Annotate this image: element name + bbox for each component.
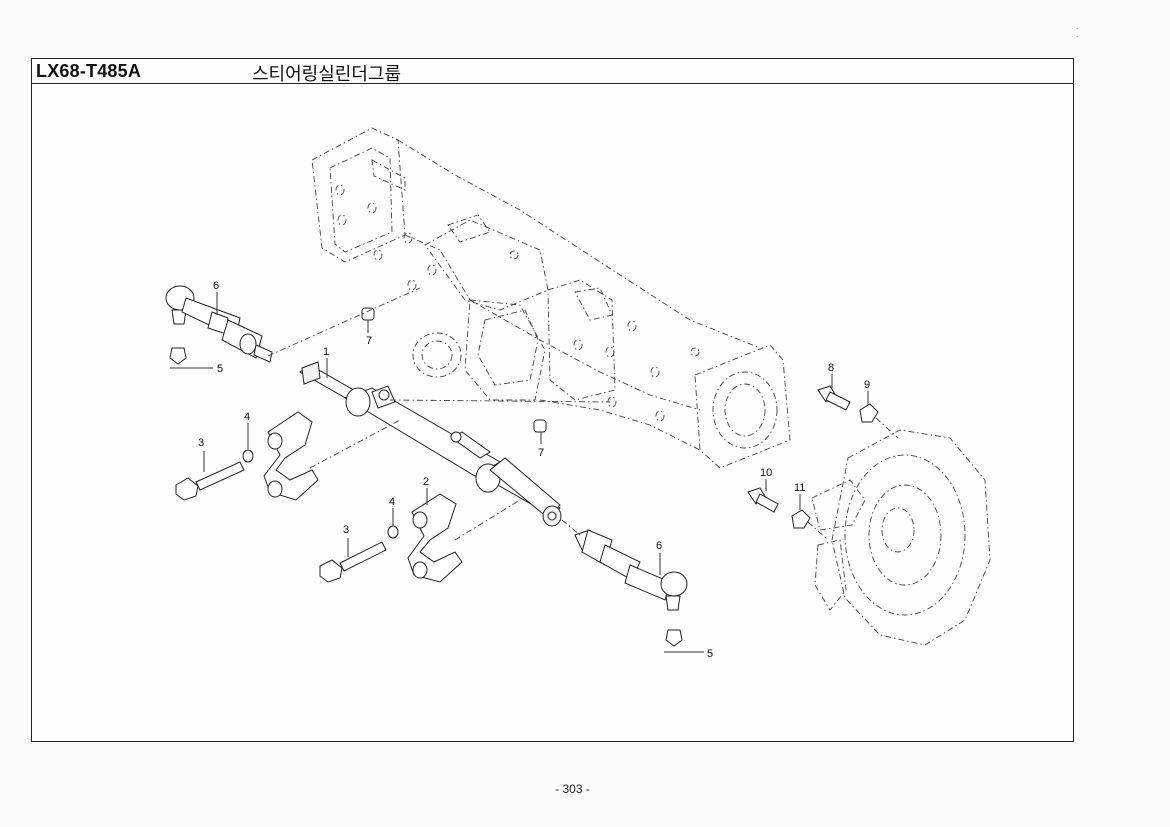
washer-lower (387, 525, 399, 539)
callout-11: 11 (794, 482, 805, 494)
callout-2: 2 (423, 476, 429, 488)
callout-6-right: 6 (656, 540, 662, 552)
washer-upper (242, 449, 254, 463)
callout-10: 10 (760, 467, 772, 479)
leader-lines (267, 287, 899, 541)
cylinder-bracket-lower (407, 493, 463, 583)
title-bar: LX68-T485A 스티어링실린더그룹 (32, 59, 1073, 85)
callout-7-upper: 7 (366, 335, 372, 347)
callout-4-lower: 4 (389, 496, 395, 508)
housing-bolt-pattern (335, 184, 700, 422)
axle-housing (311, 127, 791, 469)
bolt-lower (319, 541, 387, 583)
page-number: - 303 - (555, 782, 590, 796)
tie-rod-end-left (165, 285, 273, 369)
pin-lower (533, 419, 547, 433)
callout-7-lower: 7 (538, 447, 544, 459)
final-drive-housing (811, 429, 991, 646)
group-name: 스티어링실린더그룹 (252, 64, 402, 85)
nut-11 (791, 509, 811, 529)
nut-9 (859, 403, 879, 423)
cylinder-bracket-upper (263, 411, 319, 501)
bolt-8 (817, 385, 851, 411)
bolt-10 (747, 487, 779, 513)
tie-rod-end-right (574, 529, 694, 653)
callout-3-lower: 3 (343, 524, 349, 536)
drawing-sheet: LX68-T485A 스티어링실린더그룹 (31, 58, 1074, 742)
model-code: LX68-T485A (36, 61, 142, 81)
callout-5-right: 5 (707, 648, 713, 660)
bolt-upper (175, 461, 245, 501)
callout-5-left: 5 (217, 363, 223, 375)
callout-4-upper: 4 (244, 411, 250, 423)
callout-3-upper: 3 (198, 437, 204, 449)
callout-9: 9 (864, 379, 870, 391)
callout-8: 8 (828, 362, 834, 374)
callouts: 1 2 3 3 4 4 5 5 6 6 7 7 8 9 10 11 (198, 280, 870, 660)
callout-1: 1 (323, 346, 329, 358)
scan-corner-mark: ·· (1076, 23, 1079, 41)
callout-6-left: 6 (213, 280, 219, 292)
steering-cylinder (299, 361, 562, 527)
